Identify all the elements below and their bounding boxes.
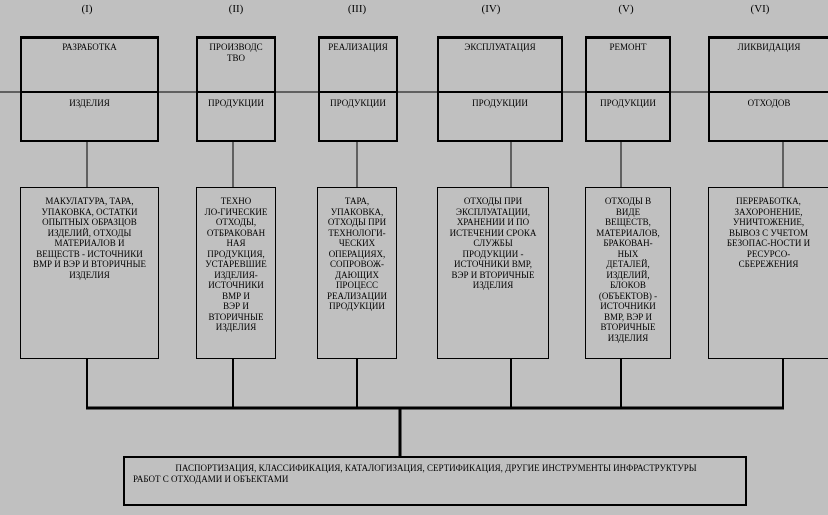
stage-subtitle: ПРОДУКЦИИ	[330, 98, 386, 108]
waste-text-line: ЧЕСКИХ	[338, 238, 376, 248]
stage-box-development: РАЗРАБОТКА ИЗДЕЛИЯ	[20, 36, 159, 142]
waste-text-line: ВЭР И ВТОРИЧНЫЕ	[451, 269, 535, 280]
waste-text-line: ОПЕРАЦИЯХ,	[328, 248, 386, 259]
waste-text-line: УПАКОВКА, ОСТАТКИ	[41, 206, 138, 217]
waste-text-line: ПРОДУКЦИИ -	[462, 248, 524, 259]
stage-subtitle: ИЗДЕЛИЯ	[69, 98, 110, 108]
stage-title: ПРОИЗВОДСТВО	[198, 39, 274, 93]
waste-text-line: ВИДЕ	[615, 206, 641, 217]
waste-text-line: НАЯ	[226, 238, 246, 248]
stage-box-liquidation: ЛИКВИДАЦИЯ ОТХОДОВ	[708, 36, 828, 142]
waste-text-line: МАТЕРИАЛОВ,	[596, 227, 660, 238]
waste-text-line: ИЗДЕЛИЙ, ОТХОДЫ	[47, 227, 132, 238]
stage-number: (V)	[618, 3, 634, 15]
stage-subtitle: ОТХОДОВ	[747, 98, 791, 108]
stage-title: РЕАЛИЗАЦИЯ	[320, 39, 396, 93]
stage-number: (II)	[228, 3, 244, 15]
waste-text-line: ИЗДЕЛИЯ	[69, 269, 110, 280]
waste-text-line: ИСТОЧНИКИ	[600, 301, 656, 311]
waste-text-line: БРАКОВАН-	[603, 238, 653, 248]
stage-subtitle: ПРОДУКЦИИ	[472, 98, 528, 108]
waste-text-line: ОТХОДЫ ПРИ	[463, 196, 523, 206]
waste-text-line: ИЗДЕЛИЙ,	[606, 269, 650, 280]
waste-text-line: ОПЫТНЫХ ОБРАЗЦОВ	[42, 217, 137, 227]
waste-text-line: ПРОДУКЦИЯ,	[207, 248, 265, 259]
stage-box-production: ПРОИЗВОДСТВО ПРОДУКЦИИ	[196, 36, 276, 142]
stage-box-sales: РЕАЛИЗАЦИЯ ПРОДУКЦИИ	[318, 36, 398, 142]
stage-title: РАЗРАБОТКА	[22, 39, 157, 93]
waste-text-line: ТЕХНОЛОГИ-	[328, 227, 386, 238]
waste-text-line: СОПРОВОЖ-	[330, 259, 384, 269]
waste-text-line: ОТХОДЫ,	[215, 217, 257, 227]
waste-text-line: ВМР И	[222, 290, 250, 301]
waste-text-line: ОТХОДЫ В	[604, 196, 652, 206]
waste-text-line: БЕЗОПАС-НОСТИ И	[726, 238, 811, 248]
waste-text-line: ИСТОЧНИКИ ВМР,	[454, 259, 532, 269]
waste-text-line: УНИЧТОЖЕНИЕ,	[732, 217, 805, 227]
stage-title: ЛИКВИДАЦИЯ	[710, 39, 828, 93]
waste-text-line: МАКУЛАТУРА, ТАРА,	[45, 196, 134, 206]
waste-text-line: СЛУЖБЫ	[473, 238, 513, 248]
waste-text-line: ВЫВОЗ С УЧЕТОМ	[729, 227, 808, 238]
stage-title: РЕМОНТ	[587, 39, 669, 93]
waste-text-line: ОТБРАКОВАН	[206, 227, 266, 238]
waste-text-line: ЭКСПЛУАТАЦИИ,	[456, 206, 530, 217]
waste-text-line: ВМР, ВЭР И	[603, 311, 653, 322]
waste-text-line: (ОБЪЕКТОВ) -	[598, 290, 658, 301]
waste-text-line: ХРАНЕНИИ И ПО	[456, 217, 530, 227]
waste-text-line: ТЕХНО	[220, 196, 252, 206]
waste-text-line: СБЕРЕЖЕНИЯ	[738, 259, 799, 269]
stage-title: ЭКСПЛУАТАЦИЯ	[439, 39, 561, 93]
stage-number: (VI)	[750, 3, 770, 15]
waste-text-line: ИЗДЕЛИЯ	[607, 332, 649, 343]
waste-text-line: ВТОРИЧНЫЕ	[600, 322, 656, 332]
waste-text-line: ЛО-ГИЧЕСКИЕ	[204, 206, 268, 217]
waste-text-line: ВЭР И	[223, 301, 249, 311]
stage-number: (IV)	[481, 3, 501, 15]
waste-text-line: ВТОРИЧНЫЕ	[208, 311, 264, 322]
waste-text-line: УПАКОВКА,	[330, 206, 384, 217]
waste-text-line: ВЕЩЕСТВ - ИСТОЧНИКИ	[36, 248, 143, 259]
waste-text-line: ИСТЕЧЕНИИ СРОКА	[449, 227, 537, 238]
waste-text-line: ИСТОЧНИКИ	[208, 280, 264, 290]
waste-text-line: ПРОДУКЦИИ	[329, 301, 385, 311]
stage-number: (I)	[81, 3, 93, 15]
stage-subtitle: ПРОДУКЦИИ	[208, 98, 264, 108]
waste-box-liquidation: ПЕРЕРАБОТКА,ЗАХОРОНЕНИЕ,УНИЧТОЖЕНИЕ,ВЫВО…	[708, 187, 828, 359]
stage-box-repair: РЕМОНТ ПРОДУКЦИИ	[585, 36, 671, 142]
waste-text-line: РЕАЛИЗАЦИИ	[326, 290, 388, 301]
infrastructure-text-line: РАБОТ С ОТХОДАМИ И ОБЪЕКТАМИ	[133, 474, 289, 484]
waste-text-line: ЗАХОРОНЕНИЕ,	[734, 206, 803, 217]
waste-text-line: ИЗДЕЛИЯ	[215, 322, 257, 332]
waste-text-line: НЫХ	[617, 248, 639, 259]
waste-text-line: БЛОКОВ	[610, 280, 646, 290]
waste-text-line: ПРОЦЕСС	[335, 280, 379, 290]
waste-text-line: ДЕТАЛЕЙ,	[606, 259, 650, 269]
waste-text-line: ОТХОДЫ ПРИ	[327, 217, 387, 227]
waste-text-line: ВЕЩЕСТВ,	[605, 217, 651, 227]
waste-text-line: ИЗДЕЛИЯ-	[214, 269, 258, 280]
stage-number: (III)	[347, 3, 367, 15]
waste-text-line: ВМР И ВЭР И ВТОРИЧНЫЕ	[33, 259, 146, 269]
stage-subtitle: ПРОДУКЦИИ	[600, 98, 656, 108]
waste-text-line: РЕСУРСО-	[746, 248, 791, 259]
waste-text-line: УСТАРЕВШИЕ	[205, 259, 267, 269]
infrastructure-box: ПАСПОРТИЗАЦИЯ, КЛАССИФИКАЦИЯ, КАТАЛОГИЗА…	[123, 456, 747, 506]
infrastructure-text-line: ПАСПОРТИЗАЦИЯ, КЛАССИФИКАЦИЯ, КАТАЛОГИЗА…	[175, 463, 697, 473]
waste-text-line: ДАЮЩИХ	[335, 269, 379, 280]
waste-text-line: ПЕРЕРАБОТКА,	[736, 196, 801, 206]
waste-text-line: ТАРА,	[344, 196, 370, 206]
waste-text-line: МАТЕРИАЛОВ И	[54, 238, 125, 248]
stage-box-operation: ЭКСПЛУАТАЦИЯ ПРОДУКЦИИ	[437, 36, 563, 142]
waste-text-line: ИЗДЕЛИЯ	[472, 280, 514, 290]
